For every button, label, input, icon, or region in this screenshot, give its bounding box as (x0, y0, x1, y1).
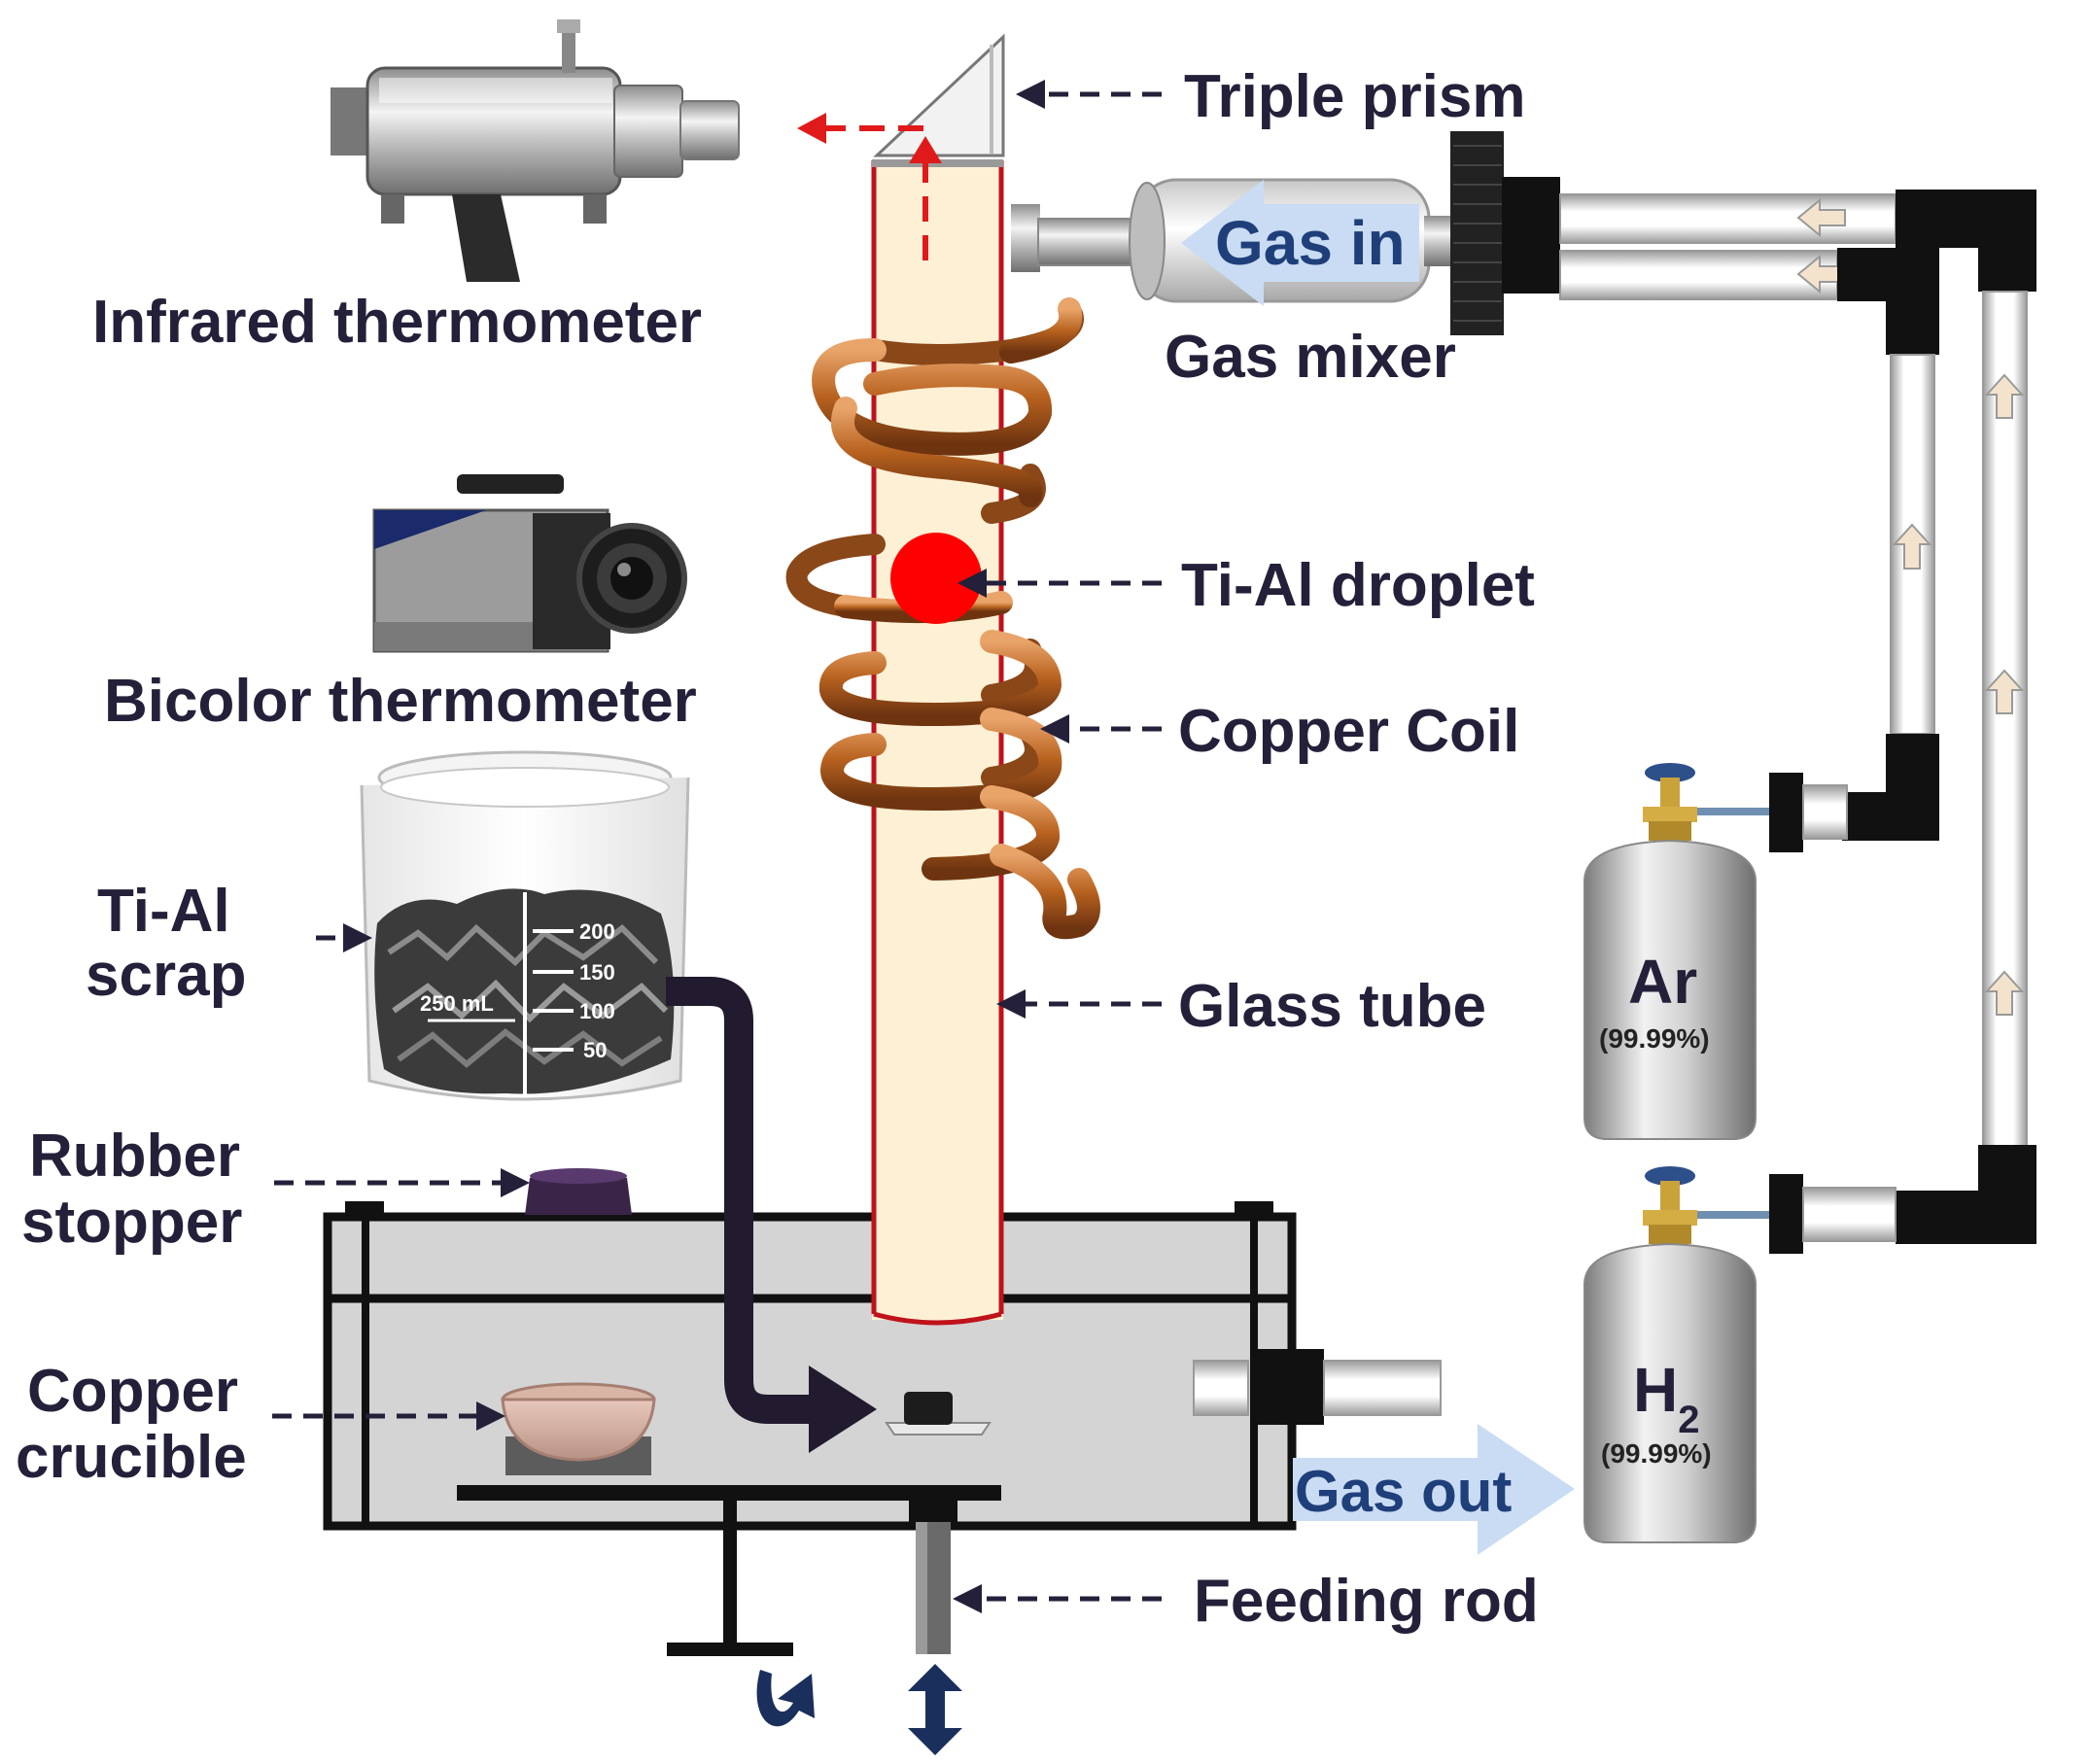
glass-tube-label: Glass tube (1178, 973, 1486, 1040)
glass-tube (871, 159, 1004, 1326)
bicolor-thermometer-icon (372, 474, 687, 653)
triple-prism-label: Triple prism (1184, 63, 1525, 130)
gas-out-label: Gas out (1295, 1459, 1512, 1524)
up-down-arrow-icon (908, 1664, 962, 1755)
copper-coil-label: Copper Coil (1178, 698, 1519, 765)
triple-prism-icon (873, 33, 1005, 157)
ti-al-droplet-icon (890, 533, 982, 624)
gas-in-arrow (1181, 180, 1419, 306)
hydrogen-cylinder-icon (1583, 1166, 1757, 1543)
copper-coil-icon (785, 297, 1100, 940)
copper-crucible-label-line1: Copper (27, 1358, 238, 1425)
reaction-chamber (323, 1201, 1442, 1531)
rubber-stopper-icon (525, 1168, 632, 1215)
gas-lines (1559, 190, 2036, 1254)
hydrogen-gas-subscript: 2 (1678, 1399, 1699, 1441)
beaker-mark-200: 200 (579, 919, 615, 944)
beaker-volume-label: 250 mL (420, 991, 494, 1016)
gas-mixer-icon (1011, 131, 1560, 335)
beaker-icon (360, 750, 690, 1101)
argon-cylinder-icon (1583, 763, 1757, 1140)
argon-purity: (99.99%) (1599, 1023, 1710, 1054)
sample-holder (885, 1392, 992, 1435)
feeding-rod (909, 1501, 957, 1654)
hydrogen-formula: H2 (1633, 1355, 1699, 1441)
ti-al-droplet-label: Ti-Al droplet (1181, 552, 1535, 619)
infrared-thermometer-icon (331, 19, 740, 282)
copper-crucible-icon (501, 1382, 656, 1475)
rotating-shaft (667, 1501, 793, 1656)
gas-mixer-label: Gas mixer (1165, 324, 1456, 391)
rubber-stopper-label-line1: Rubber (29, 1123, 240, 1190)
bicolor-thermometer-label: Bicolor thermometer (104, 668, 697, 735)
beaker-mark-50: 50 (583, 1038, 607, 1062)
ti-al-scrap-label-line2: scrap (86, 942, 246, 1009)
gas-out-arrow (1293, 1424, 1575, 1555)
argon-formula: Ar (1628, 947, 1697, 1017)
infrared-thermometer-label: Infrared thermometer (92, 289, 702, 356)
hydrogen-purity: (99.99%) (1601, 1438, 1712, 1469)
beaker-mark-100: 100 (579, 999, 615, 1023)
beaker-mark-150: 150 (579, 960, 615, 985)
feed-pipe (666, 977, 877, 1453)
gas-in-label: Gas in (1215, 208, 1406, 278)
feeding-rod-label: Feeding rod (1194, 1568, 1539, 1635)
copper-crucible-label-line2: crucible (16, 1424, 247, 1491)
hydrogen-gas-symbol: H (1633, 1355, 1678, 1425)
optical-path (797, 113, 942, 260)
argon-gas-symbol: Ar (1628, 947, 1697, 1017)
ti-al-scrap-label-line1: Ti-Al (97, 878, 230, 945)
rotation-arrow-icon (756, 1670, 815, 1727)
rubber-stopper-label-line2: stopper (21, 1189, 242, 1256)
